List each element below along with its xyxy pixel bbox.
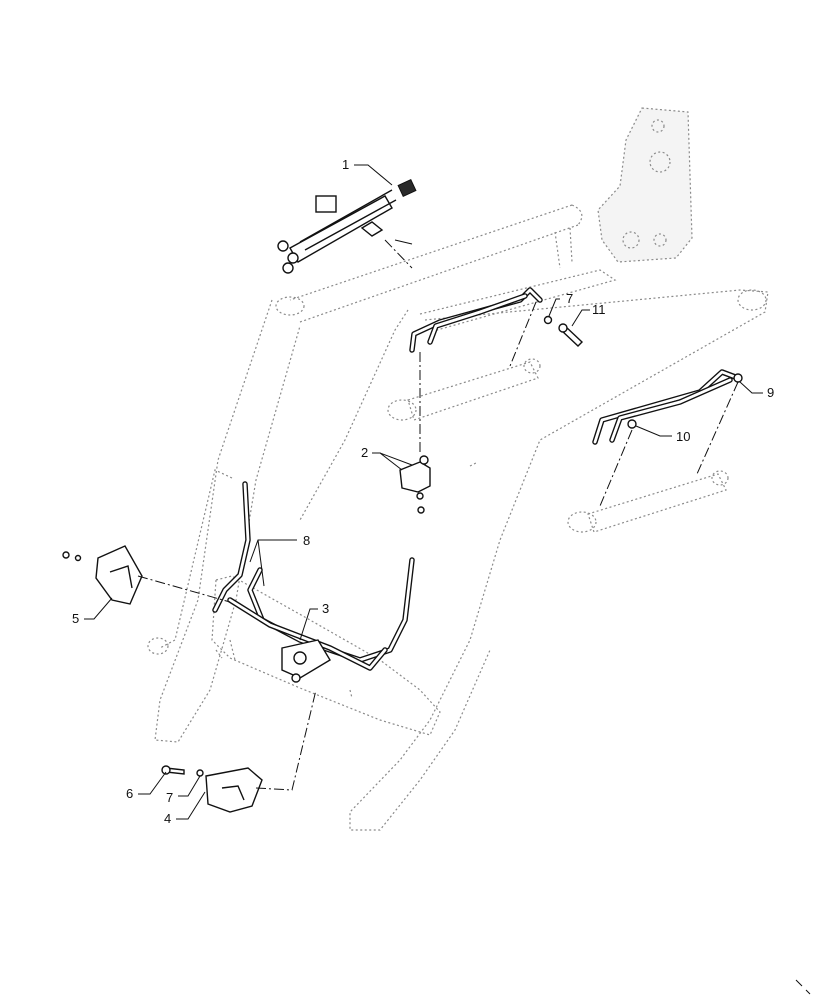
lower-crossmember-phantom	[211, 575, 441, 736]
corner-mark	[795, 979, 811, 995]
part-3-manifold[interactable]	[281, 639, 331, 683]
tick-mark	[469, 461, 479, 467]
brace-phantom	[419, 269, 617, 333]
centerlines	[137, 239, 739, 791]
callout-11: 11	[592, 302, 606, 317]
valve-block	[315, 195, 337, 213]
callout-1: 1	[342, 157, 349, 172]
callout-leaders	[84, 164, 763, 820]
crossmember-detail	[215, 639, 353, 699]
mount-hole-phantom	[653, 233, 667, 247]
part-7-washer-upper[interactable]	[543, 315, 553, 325]
cylinder-right-phantom	[567, 470, 729, 533]
mount-hole-phantom	[622, 231, 640, 249]
part-5-guard[interactable]	[62, 545, 143, 605]
callout-9: 9	[767, 385, 774, 400]
part-7-washer-lower[interactable]	[196, 769, 204, 777]
mount-hole-phantom	[651, 119, 665, 133]
part-1-harness[interactable]	[277, 178, 417, 274]
part-8-hoses[interactable]	[212, 481, 415, 671]
left-cylinder-phantom	[159, 469, 233, 649]
right-arm-phantom	[299, 289, 769, 831]
hose-set-upper[interactable]	[409, 287, 543, 353]
arm-tip-phantom	[737, 289, 767, 311]
callout-2: 2	[361, 445, 368, 460]
callout-8: 8	[303, 533, 310, 548]
left-arm-phantom	[154, 299, 301, 743]
hose-set-right[interactable]	[592, 369, 741, 445]
part-10-fitting[interactable]	[627, 419, 637, 429]
callout-4: 4	[164, 811, 171, 826]
callout-5: 5	[72, 611, 79, 626]
callout-labels: 1 2 3 4 5 6 7 7 8 9 10 11	[72, 157, 774, 826]
callout-3: 3	[322, 601, 329, 616]
tube-stub-phantom	[554, 227, 573, 269]
pivot-phantom	[275, 296, 305, 316]
callout-7-upper: 7	[566, 291, 573, 306]
callout-6: 6	[126, 786, 133, 801]
callout-10: 10	[676, 429, 690, 444]
loader-frame-phantom	[147, 107, 769, 831]
upper-cross-tube-phantom	[289, 204, 583, 323]
callout-7-lower: 7	[166, 790, 173, 805]
mount-plate-phantom	[597, 107, 693, 263]
mount-hole-phantom	[649, 151, 671, 173]
cylinder-end-phantom	[147, 637, 169, 655]
part-2-bracket[interactable]	[399, 455, 431, 514]
cylinder-middle-phantom	[387, 358, 541, 421]
part-11-bolt[interactable]	[558, 323, 584, 347]
part-6-bolt[interactable]	[161, 765, 185, 775]
part-9-fitting[interactable]	[733, 373, 743, 383]
part-4-guard[interactable]	[205, 767, 263, 813]
